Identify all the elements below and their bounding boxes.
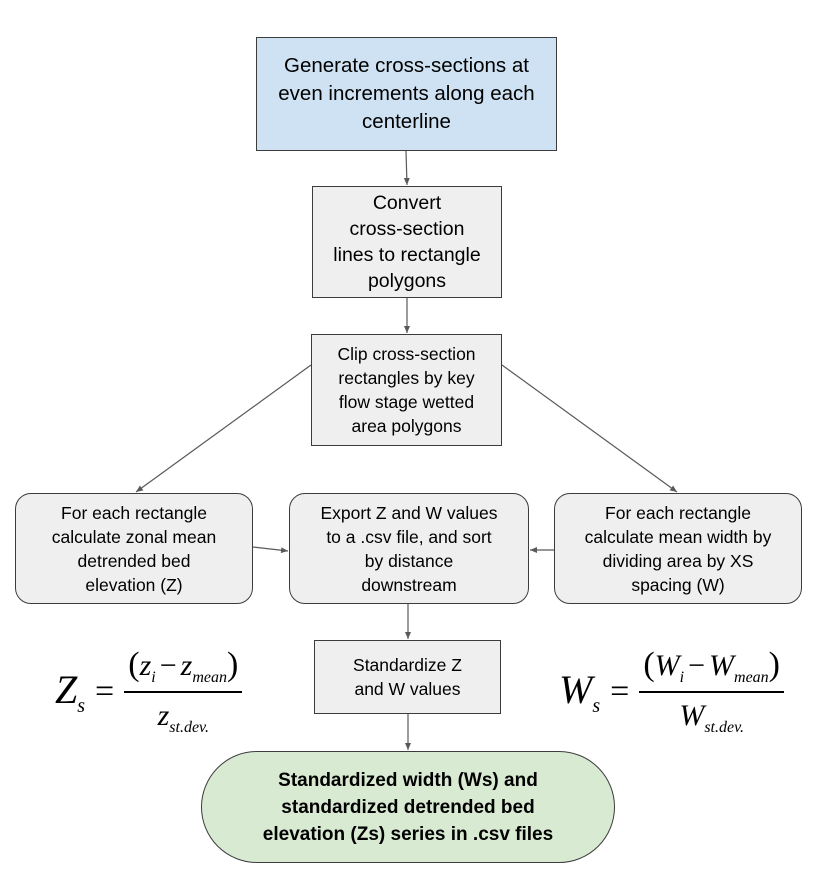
edge-clip-to-zonal <box>135 364 312 493</box>
mean-width-node: For each rectangle calculate mean width … <box>554 493 802 604</box>
node-line: to a .csv file, and sort <box>326 526 492 547</box>
formula-equals: = <box>610 672 630 710</box>
node-line: elevation (Zs) series in .csv files <box>262 823 554 845</box>
node-line: For each rectangle <box>605 502 751 523</box>
clip-rectangles-node: Clip cross-section rectangles by key flo… <box>311 334 502 446</box>
node-line: calculate mean width by <box>584 526 772 547</box>
formula-fraction: (Wi−Wmean) Wst.dev. <box>639 646 784 737</box>
node-line: by distance <box>364 550 454 571</box>
zonal-mean-node: For each rectangle calculate zonal mean … <box>15 493 253 604</box>
generate-cross-sections-node: Generate cross-sections at even incremen… <box>256 37 557 151</box>
node-line: Clip cross-section <box>337 344 476 364</box>
node-line: cross-section <box>349 218 465 240</box>
node-line: Standardize Z <box>353 655 462 675</box>
node-line: area polygons <box>351 416 462 436</box>
node-line: even increments along each <box>278 82 535 105</box>
final-output-node: Standardized width (Ws) and standardized… <box>201 751 615 863</box>
convert-lines-node: Convert cross-section lines to rectangle… <box>312 186 502 298</box>
node-line: elevation (Z) <box>85 574 183 595</box>
formula-zs: Zs = (zi−zmean) zst.dev. <box>55 646 243 737</box>
node-line: rectangles by key <box>338 368 475 388</box>
node-line: For each rectangle <box>61 502 207 523</box>
standardize-node: Standardize Z and W values <box>314 640 501 714</box>
formula-ws: Ws = (Wi−Wmean) Wst.dev. <box>559 646 784 737</box>
formula-numerator: (zi−zmean) <box>124 646 243 693</box>
node-line: calculate zonal mean <box>51 526 217 547</box>
node-line: standardized detrended bed <box>281 796 535 818</box>
node-line: Standardized width (Ws) and <box>278 769 538 791</box>
formula-denominator: Wst.dev. <box>679 699 744 736</box>
node-line: Convert <box>372 192 442 214</box>
formula-equals: = <box>95 672 115 710</box>
formula-lhs: Zs <box>55 666 86 717</box>
formula-fraction: (zi−zmean) zst.dev. <box>124 646 243 737</box>
node-line: detrended bed <box>77 550 191 571</box>
formula-numerator: (Wi−Wmean) <box>639 646 784 693</box>
formula-denominator: zst.dev. <box>157 699 209 736</box>
edge-clip-to-width <box>501 364 678 493</box>
node-line: flow stage wetted <box>338 392 475 412</box>
node-line: Export Z and W values <box>320 502 498 523</box>
edge-zonal-to-export <box>252 546 289 554</box>
edge-generate-to-convert <box>403 150 410 186</box>
node-line: lines to rectangle <box>333 244 481 266</box>
node-line: polygons <box>367 270 447 292</box>
node-line: Generate cross-sections at <box>284 54 529 77</box>
node-line: downstream <box>361 574 457 595</box>
node-line: dividing area by XS <box>602 550 754 571</box>
export-values-node: Export Z and W values to a .csv file, an… <box>289 493 529 604</box>
node-line: and W values <box>354 679 461 699</box>
node-line: spacing (W) <box>631 574 725 595</box>
formula-lhs: Ws <box>559 666 601 717</box>
node-line: centerline <box>362 110 451 133</box>
